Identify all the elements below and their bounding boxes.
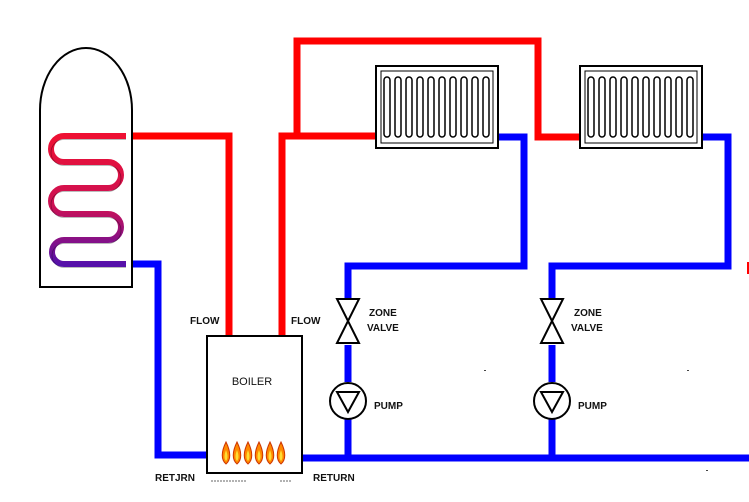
return-label-left: RETJRN (155, 473, 195, 484)
flow-label-left: FLOW (190, 316, 220, 327)
bowtie-valve-icon (539, 298, 565, 344)
radiator-fin (675, 76, 683, 138)
radiator-fin (416, 76, 424, 138)
radiator-fin (471, 76, 479, 138)
radiator-1 (375, 65, 499, 149)
radiator-fin (405, 76, 413, 138)
return-pipe-zone-2 (548, 133, 732, 300)
radiator-fin (631, 76, 639, 138)
zone-valve-2-label-line1: ZONE (574, 308, 602, 319)
speck-1 (484, 370, 486, 371)
flame-core-icon (235, 450, 239, 461)
flow-pipes (108, 37, 582, 338)
pump-triangle-icon (335, 391, 361, 415)
radiator-fin (449, 76, 457, 138)
radiator-fin (438, 76, 446, 138)
speck-3 (706, 470, 708, 471)
radiator-fin (653, 76, 661, 138)
radiator-fin (664, 76, 672, 138)
flame-core-icon (268, 450, 272, 461)
labels: FLOW FLOW RETJRN RETURN ZONE VALVE ZONE … (155, 308, 607, 484)
pump-1 (329, 382, 367, 420)
pump-triangle-icon (539, 391, 565, 415)
return-pipes (108, 133, 749, 462)
radiator-1-inner (380, 70, 494, 144)
radiator-fin (394, 76, 402, 138)
flame-core-icon (279, 450, 283, 461)
radiator-fin (609, 76, 617, 138)
flow-label-right: FLOW (291, 316, 321, 327)
zone-valve-1 (335, 298, 361, 344)
radiator-fin (482, 76, 490, 138)
cylinder-body (39, 47, 133, 288)
zone-valve-2 (539, 298, 565, 344)
radiator-fin (620, 76, 628, 138)
radiator-fin (587, 76, 595, 138)
radiator-fin (460, 76, 468, 138)
radiator-fin (427, 76, 435, 138)
pump-2-label: PUMP (578, 401, 607, 412)
boiler: BOILER (206, 335, 303, 483)
speck-2 (687, 370, 689, 371)
flow-pipe-upper (293, 37, 582, 141)
zone-valve-1-label-line2: VALVE (367, 323, 399, 334)
pump-1-label: PUMP (374, 401, 403, 412)
flow-pipe-main (278, 132, 378, 338)
boiler-label: BOILER (232, 376, 272, 388)
zone-valve-1-label-line1: ZONE (369, 308, 397, 319)
flow-pipe-cylinder (108, 132, 233, 338)
flame-core-icon (257, 450, 261, 461)
return-pipe-cylinder (108, 260, 210, 459)
burner-flames (221, 440, 286, 465)
hot-water-cylinder (39, 47, 133, 288)
radiator-fin (383, 76, 391, 138)
radiator-2-inner (584, 70, 698, 144)
radiator-2-fins (587, 76, 694, 138)
return-label-right: RETURN (313, 473, 355, 484)
radiator-1-fins (383, 76, 490, 138)
radiator-fin (686, 76, 694, 138)
radiator-fin (642, 76, 650, 138)
radiator-fin (598, 76, 606, 138)
bowtie-valve-icon (335, 298, 361, 344)
flame-core-icon (224, 450, 228, 461)
pump-2 (533, 382, 571, 420)
return-pipe-zone-1 (344, 133, 528, 300)
boiler-body (206, 335, 303, 474)
cylinder-coil (48, 133, 126, 267)
radiator-2 (579, 65, 703, 149)
flame-core-icon (246, 450, 250, 461)
edge-mark (747, 262, 749, 274)
zone-valve-2-label-line2: VALVE (571, 323, 603, 334)
